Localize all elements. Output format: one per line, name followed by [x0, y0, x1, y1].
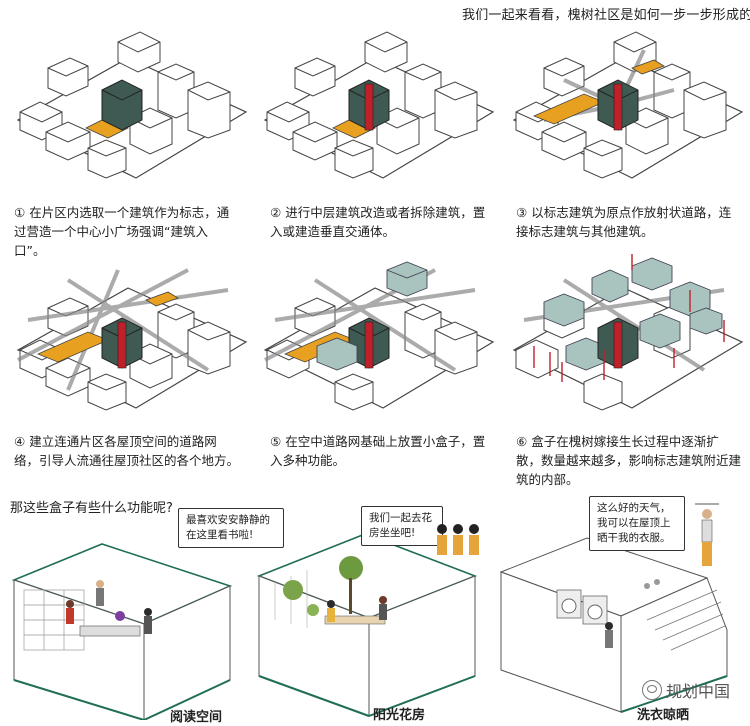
- diagram-step-2: [255, 20, 495, 200]
- diagram-step-1: [8, 20, 248, 200]
- watermark: 规划中国: [641, 678, 730, 702]
- reading-label: 阅读空间: [170, 710, 223, 725]
- step-5-number: ⑤: [270, 434, 282, 449]
- watermark-text: 规划中国: [665, 682, 730, 701]
- room-laundry: 这么好的天气，我可以在屋顶上晒干我的衣服。 洗衣晾晒: [497, 496, 747, 723]
- step-4-number: ④: [14, 434, 26, 449]
- sunroom-label: 阳光花房: [373, 708, 426, 723]
- diagram-step-3: [504, 20, 744, 200]
- step-6-number: ⑥: [516, 434, 528, 449]
- laundry-label: 洗衣晾晒: [637, 708, 690, 723]
- step-2-number: ②: [270, 205, 282, 220]
- sunroom-bubble: 我们一起去花房坐坐吧!: [361, 506, 443, 546]
- step-3-number: ③: [516, 205, 528, 220]
- step-6-text: 盒子在槐树嫁接生长过程中逐渐扩散，数量越来越多，影响标志建筑附近建筑的内部。: [516, 434, 742, 487]
- room-reading: 最喜欢安安静静的在这里看书啦! 阅读空间: [10, 508, 284, 725]
- step-1-number: ①: [14, 205, 26, 220]
- step-2-text: 进行中层建筑改造或者拆除建筑，置入或建造垂直交通体。: [270, 205, 486, 239]
- room-sunroom: 我们一起去花房坐坐吧! 阳光花房: [255, 506, 485, 723]
- diagram-step-4: [8, 250, 248, 430]
- step-5-text: 在空中道路网基础上放置小盒子，置入多种功能。: [270, 434, 486, 468]
- diagram-step-6: [504, 250, 744, 430]
- step-1-text: 在片区内选取一个建筑作为标志，通过营造一个中心小广场强调“建筑入口”。: [14, 205, 230, 258]
- three-women-icon: [433, 520, 483, 560]
- intro-question: 我们一起来看看，槐树社区是如何一步一步形成的?: [462, 8, 750, 23]
- function-question: 那这些盒子有些什么功能呢?: [10, 501, 173, 516]
- step-3-text: 以标志建筑为原点作放射状道路，连接标志建筑与其他建筑。: [516, 205, 732, 239]
- reading-bubble: 最喜欢安安静静的在这里看书啦!: [178, 508, 284, 548]
- wechat-icon: [641, 680, 662, 700]
- laundry-person-icon: [693, 500, 721, 572]
- step-4-text: 建立连通片区各屋顶空间的道路网络，引导人流通往屋顶社区的各个地方。: [14, 434, 240, 468]
- laundry-bubble: 这么好的天气，我可以在屋顶上晒干我的衣服。: [589, 496, 685, 551]
- diagram-step-5: [255, 250, 495, 430]
